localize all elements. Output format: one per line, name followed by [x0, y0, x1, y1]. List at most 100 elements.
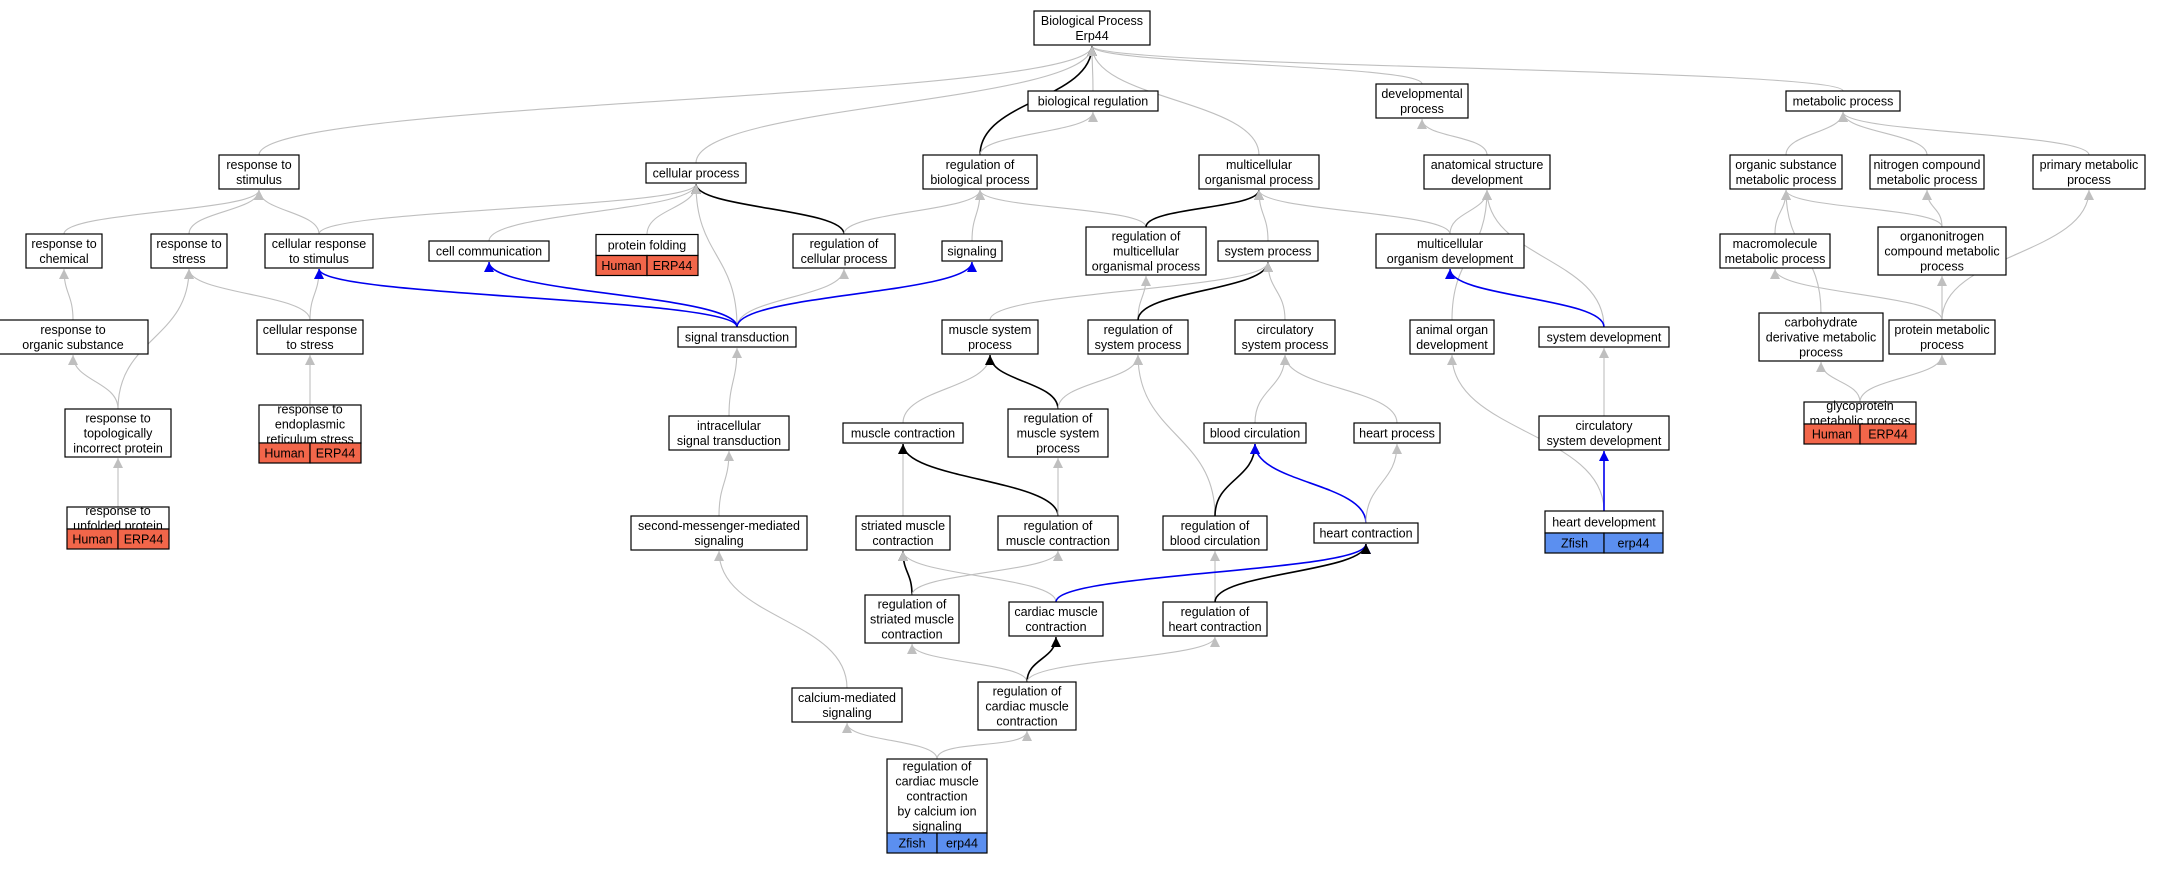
node-label-line: organism development — [1387, 252, 1514, 266]
edge-primmet-to-metab — [1838, 111, 2090, 156]
edge-glyco-to-protmet — [1859, 354, 1947, 403]
node-label-line: response to — [85, 504, 150, 518]
node-box — [1869, 154, 1985, 190]
edge-sysdev-to-anatdev — [1482, 189, 1605, 328]
node-box — [258, 404, 362, 444]
go-term-musccont[interactable]: muscle contraction — [842, 422, 964, 444]
node-label-line: Biological Process — [1041, 14, 1143, 28]
node-label-line: development — [1416, 338, 1488, 352]
go-term-cellproc[interactable]: cellular process — [645, 162, 747, 184]
edge-regmuscsys-to-regsys — [1057, 354, 1143, 410]
edge-regmusccont-to-musccont — [898, 443, 1059, 517]
node-label-line: contraction — [996, 715, 1057, 729]
node-label-line: organismal process — [1205, 173, 1313, 187]
edge-protmet-to-macro — [1770, 268, 1943, 321]
edge-resptopo-to-respstress — [117, 268, 194, 410]
edge-regcell-to-cellproc — [691, 183, 845, 235]
node-box — [150, 233, 228, 269]
node-label-line: intracellular — [697, 419, 761, 433]
go-term-signaling[interactable]: signaling — [941, 240, 1003, 262]
node-label-line: regulation of — [1112, 230, 1181, 244]
node-label-line: cardiac muscle — [1014, 605, 1097, 619]
node-label-line: anatomical structure — [1431, 158, 1544, 172]
gene-label: ERP44 — [653, 259, 693, 273]
gene-badge — [646, 254, 699, 277]
go-term-sigtrans[interactable]: signal transduction — [677, 326, 797, 348]
node-label-line: organic substance — [1735, 158, 1837, 172]
go-term-heartcont[interactable]: heart contraction — [1313, 522, 1419, 544]
edge-regcardiac-to-regheart — [1026, 636, 1220, 683]
node-box — [842, 422, 964, 444]
go-term-cellcomm[interactable]: cell communication — [428, 240, 550, 262]
edge-circsys-to-sysproc — [1263, 261, 1286, 321]
node-box — [997, 515, 1119, 551]
go-term-bioreg[interactable]: biological regulation — [1027, 90, 1159, 112]
go-term-metab[interactable]: metabolic process — [1785, 90, 1901, 112]
node-box — [941, 319, 1039, 355]
gene-label: ERP44 — [316, 447, 356, 461]
node-label-line: heart contraction — [1319, 527, 1412, 541]
node-label-line: striated muscle — [870, 613, 954, 627]
go-term-sysproc[interactable]: system process — [1217, 240, 1319, 262]
go-term-heartproc[interactable]: heart process — [1353, 422, 1441, 444]
node-label-line: compound metabolic — [1884, 245, 1999, 259]
node-box — [864, 594, 960, 644]
node-label-line: calcium-mediated — [798, 691, 896, 705]
edge-regmult-to-multorg — [1145, 189, 1264, 228]
go-term-sysdev[interactable]: system development — [1538, 326, 1670, 348]
node-box — [1785, 90, 1901, 112]
edge-regstri-to-regmusccont — [911, 550, 1063, 596]
node-label-line: regulation of — [1104, 323, 1173, 337]
node-box — [791, 687, 903, 723]
node-box — [1423, 154, 1551, 190]
edge-heartcont-to-heartproc — [1365, 443, 1402, 524]
node-label-line: organismal process — [1092, 260, 1200, 274]
go-term-bloodcirc[interactable]: blood circulation — [1203, 422, 1307, 444]
node-label-line: protein metabolic — [1894, 323, 1989, 337]
